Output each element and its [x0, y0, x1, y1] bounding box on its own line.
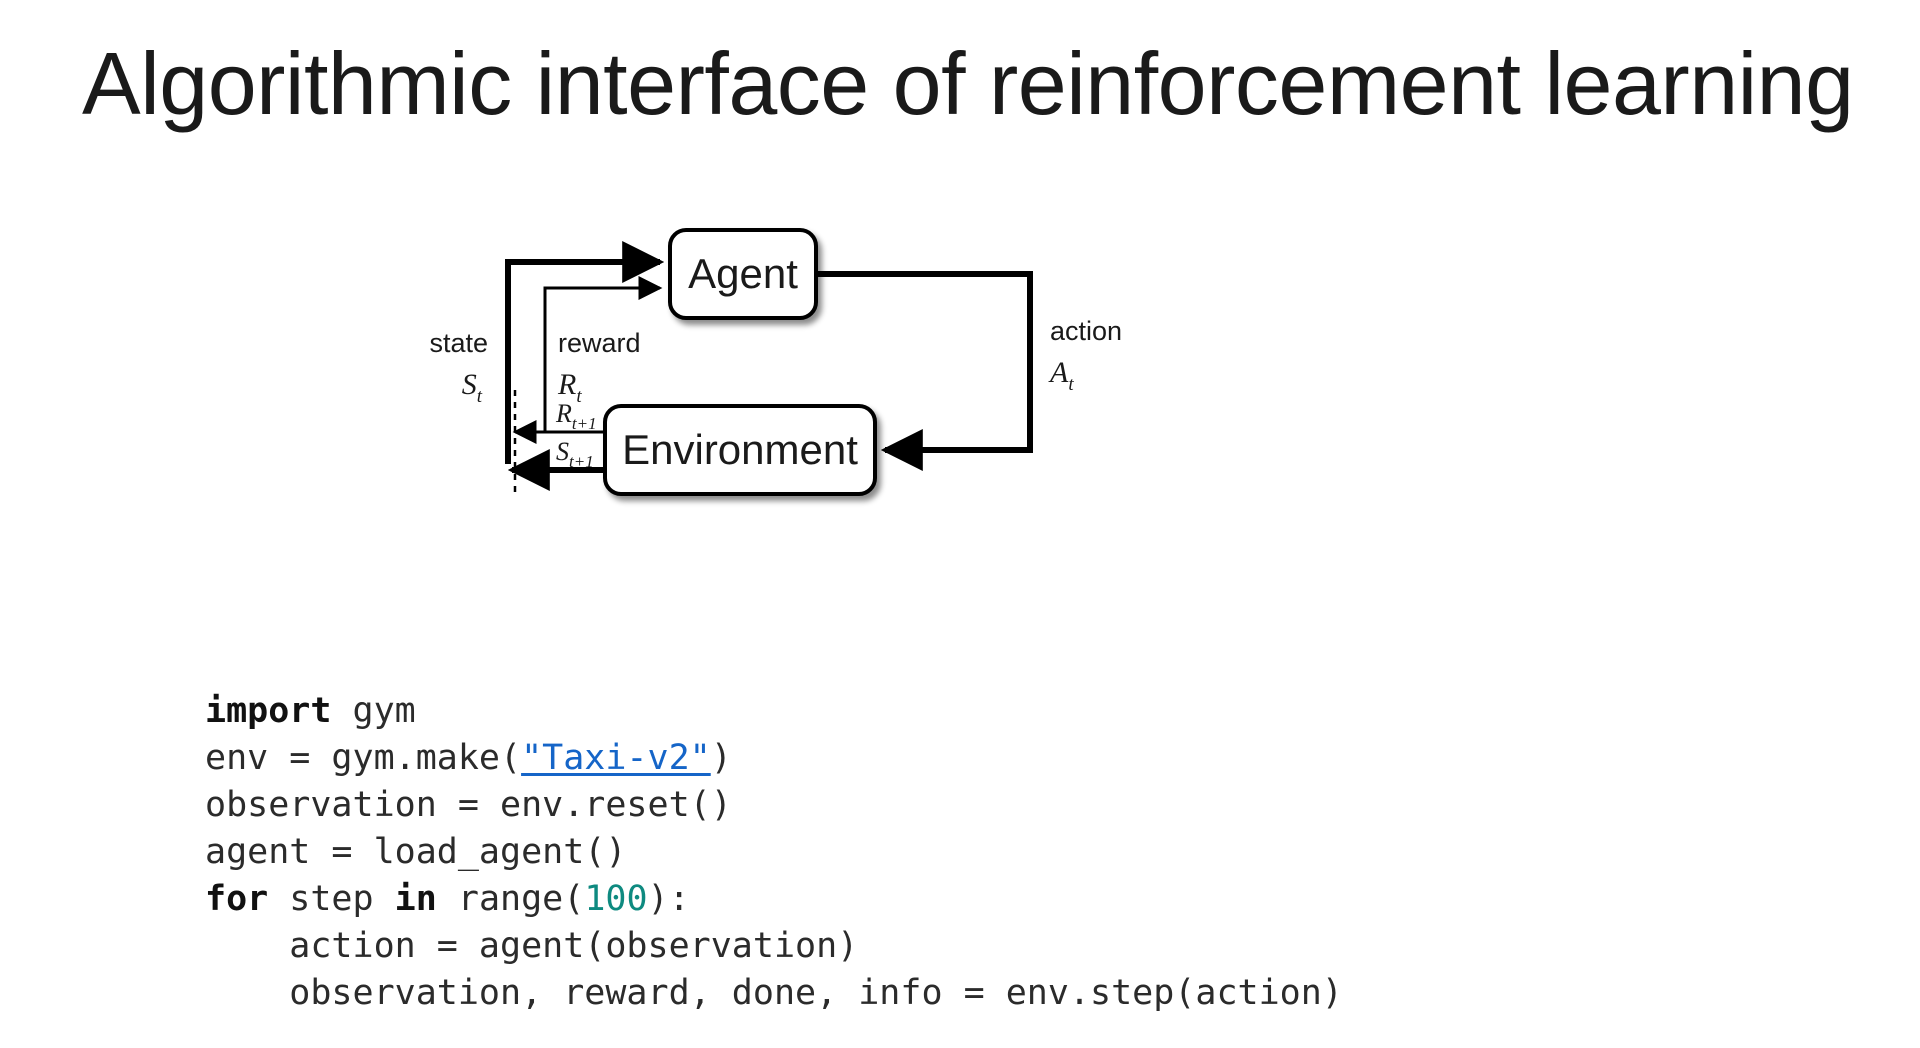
code-line-l3: observation = env.reset(): [205, 782, 1343, 829]
action-symbol: At: [1048, 356, 1074, 395]
code-token: 100: [584, 879, 648, 919]
code-line-l7: observation, reward, done, info = env.st…: [205, 970, 1343, 1017]
environment-node: Environment: [603, 404, 877, 496]
code-line-l5: for step in range(100):: [205, 876, 1343, 923]
code-line-l4: agent = load_agent(): [205, 829, 1343, 876]
page-title: Algorithmic interface of reinforcement l…: [82, 34, 1854, 133]
environment-box: [603, 404, 877, 496]
action-edge: [816, 271, 1033, 471]
code-token: ):: [647, 879, 690, 919]
state-edge: [505, 241, 665, 464]
code-token: env = gym.make(: [205, 738, 522, 778]
code-line-l2: env = gym.make("Taxi-v2"): [205, 735, 1343, 782]
code-token: import: [205, 691, 332, 731]
reward-label: reward: [558, 328, 641, 358]
state-symbol: St: [462, 368, 483, 407]
code-line-l1: import gym: [205, 688, 1343, 735]
next-state-symbol: St+1: [556, 437, 594, 471]
code-token: in: [394, 879, 437, 919]
code-token: range(: [436, 879, 585, 919]
code-token: gym: [331, 691, 416, 731]
code-line-l6: action = agent(observation): [205, 923, 1343, 970]
code-token: observation, reward, done, info = env.st…: [205, 973, 1343, 1013]
code-token: for: [205, 879, 269, 919]
code-token: observation = env.reset(): [205, 785, 732, 825]
code-token: agent = load_agent(): [205, 832, 627, 872]
environment-label: Environment: [622, 426, 858, 473]
action-label: action: [1050, 316, 1122, 346]
agent-label: Agent: [688, 250, 798, 297]
env-id-link[interactable]: "Taxi-v2": [521, 738, 711, 778]
code-token: action = agent(observation): [205, 926, 859, 966]
reward-symbol: Rt: [557, 368, 582, 407]
rl-loop-diagram: Agent Environment state St rew: [360, 200, 1200, 540]
agent-node: Agent: [668, 228, 818, 320]
state-label: state: [429, 328, 488, 358]
code-token: step: [268, 879, 395, 919]
reward-edge: [543, 276, 663, 432]
code-token: ): [710, 738, 732, 778]
